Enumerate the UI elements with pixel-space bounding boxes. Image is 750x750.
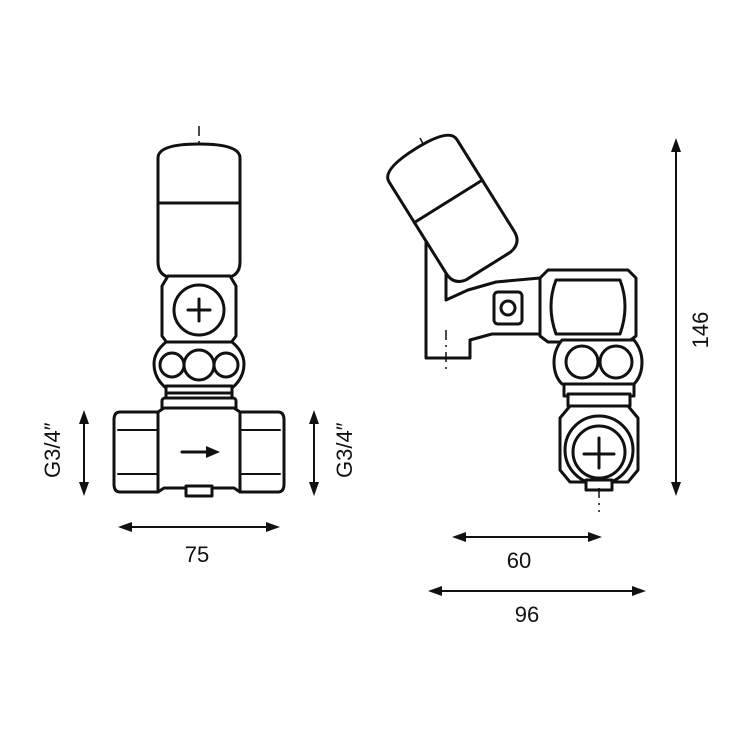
side-view: 146 60 96 [386,133,713,627]
side-upper-body-inner [549,278,627,336]
side-pin [499,299,517,317]
front-bottom-plug [184,484,214,498]
front-nut-face-center [182,348,216,382]
front-nut-face-right [212,351,240,379]
front-nut-face-left [158,351,186,379]
side-nut-face-right [598,344,634,380]
flow-arrow-icon [206,446,220,458]
dim-thread-right: G3/4″ [309,410,357,496]
side-height-label: 146 [688,312,713,349]
thread-right-label: G3/4″ [332,422,357,478]
front-valve-body [112,406,286,494]
dim-side-total-width: 96 [428,586,646,627]
thread-left-label: G3/4″ [40,422,65,478]
side-nut-face-left [564,344,600,380]
front-width-label: 75 [185,542,209,567]
side-neck-lower [566,392,632,408]
side-total-width-label: 96 [515,602,539,627]
dim-side-height: 146 [671,138,713,496]
dim-side-inner-width: 60 [452,532,602,573]
front-handle-cap [156,142,242,207]
dim-thread-left: G3/4″ [40,410,89,496]
dim-front-width: 75 [118,522,280,567]
side-handle-lower [412,178,519,283]
side-inner-width-label: 60 [507,548,531,573]
side-handle-cap [386,133,485,226]
side-tilted-handle [386,133,519,283]
front-view: G3/4″ G3/4″ 75 [40,126,357,567]
front-handle-lower [156,201,242,280]
